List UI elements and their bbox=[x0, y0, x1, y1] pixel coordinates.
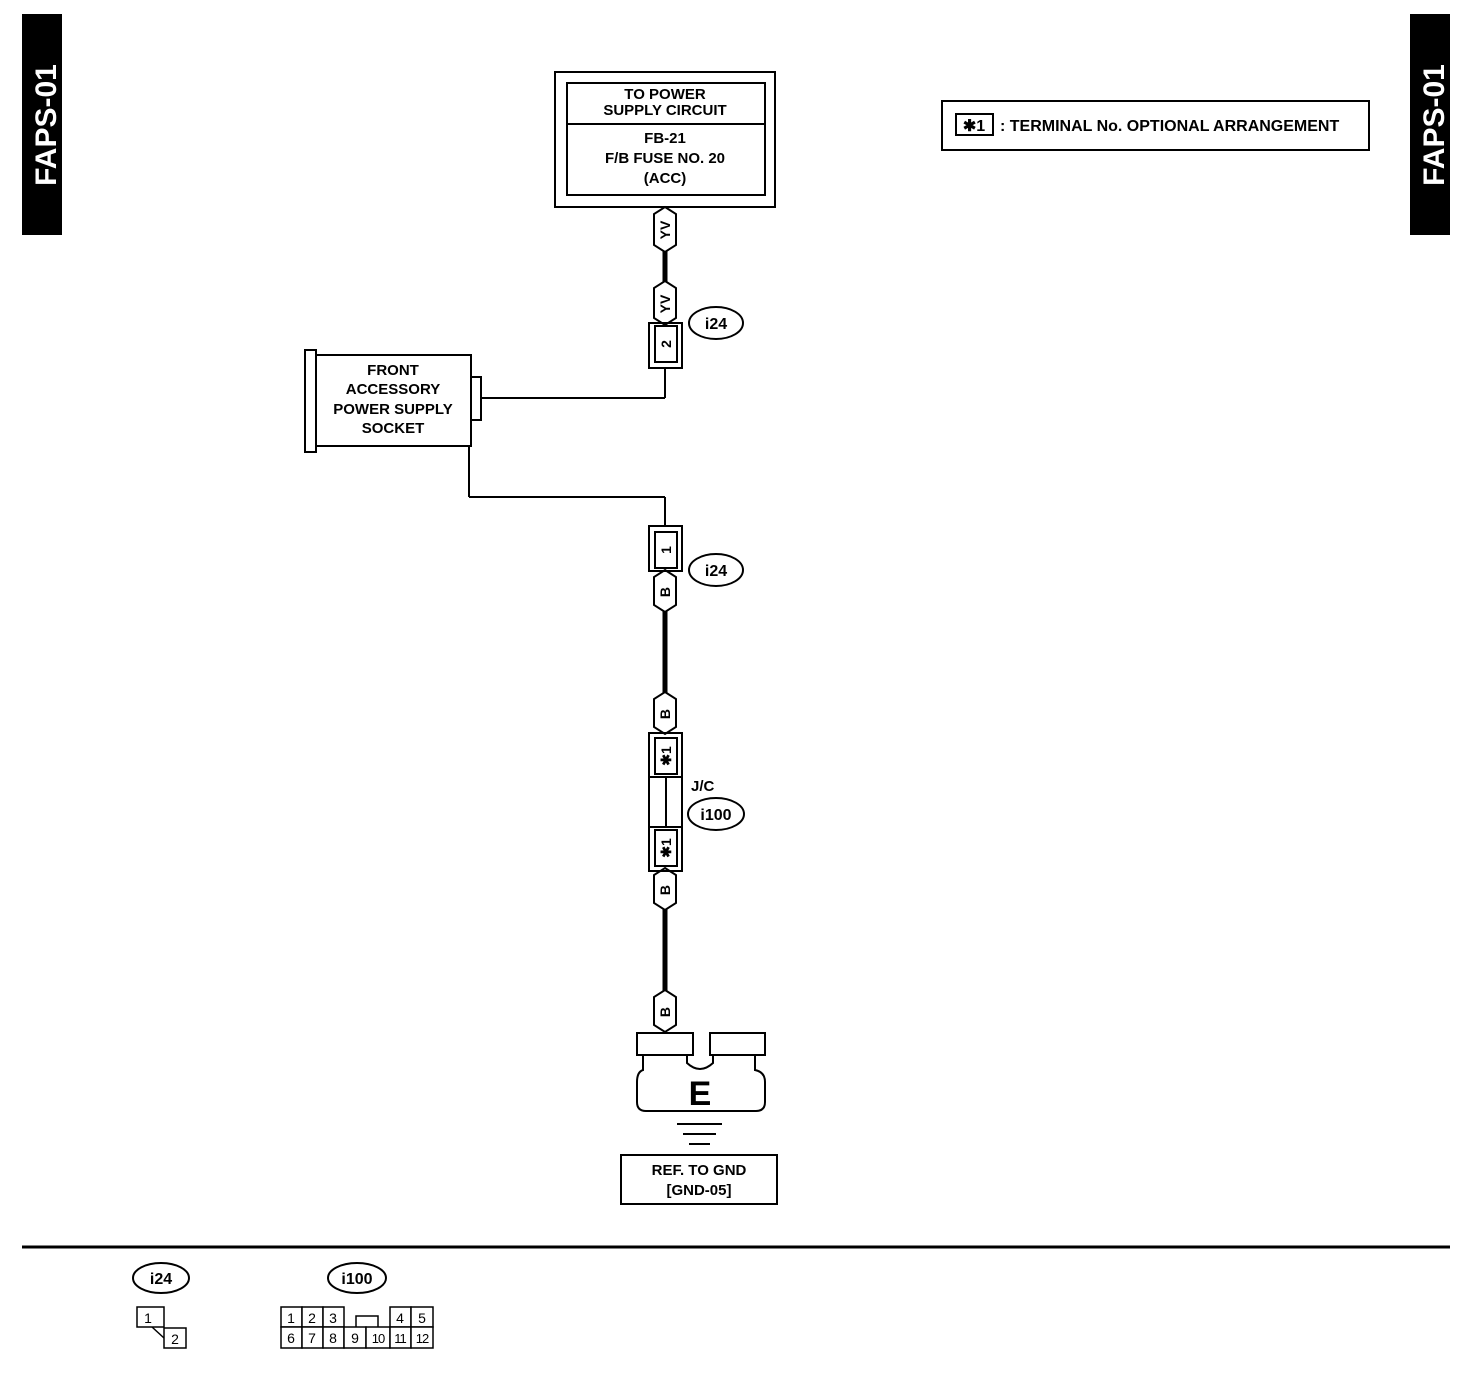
page-code-left: FAPS-01 bbox=[30, 64, 63, 186]
connector-view-i100-label: i100 bbox=[341, 1271, 372, 1288]
i100-view-pin-5: 5 bbox=[418, 1310, 426, 1326]
i100-view-pin-12: 12 bbox=[416, 1331, 429, 1346]
terminal-i24-pin2: 2 bbox=[648, 322, 683, 369]
wire-color-b-1: B bbox=[653, 568, 677, 614]
legend-symbol: ✱1 bbox=[963, 118, 985, 135]
page-code-left-tab: FAPS-01 bbox=[22, 14, 63, 235]
power-box-title-line2: SUPPLY CIRCUIT bbox=[603, 102, 726, 119]
wire-color-yv-top: YV bbox=[653, 205, 677, 254]
page-code-right-tab: FAPS-01 bbox=[1410, 14, 1451, 235]
i100-view-pin-4: 4 bbox=[396, 1310, 404, 1326]
i100-view-pin-10: 10 bbox=[372, 1331, 385, 1346]
socket-line1: FRONT bbox=[367, 362, 419, 379]
socket-line4: SOCKET bbox=[362, 420, 425, 437]
i100-view-pin-9: 9 bbox=[351, 1330, 359, 1346]
legend-text: : TERMINAL No. OPTIONAL ARRANGEMENT bbox=[1000, 118, 1339, 135]
page-code-right: FAPS-01 bbox=[1418, 64, 1451, 186]
jc-terminal-upper: ✱1 bbox=[658, 746, 674, 766]
wire-color-yv-bottom: YV bbox=[653, 279, 677, 327]
terminal-legend: ✱1 : TERMINAL No. OPTIONAL ARRANGEMENT bbox=[941, 100, 1370, 151]
svg-text:B: B bbox=[657, 587, 673, 597]
terminal-i24-pin1: 1 bbox=[648, 525, 683, 572]
i100-view-pin-1: 1 bbox=[287, 1310, 295, 1326]
connector-i24-upper-label: i24 bbox=[688, 306, 744, 340]
connector-view-i24: i24 1 2 bbox=[132, 1262, 190, 1349]
svg-text:B: B bbox=[657, 709, 673, 719]
svg-text:2: 2 bbox=[658, 340, 674, 348]
ground-symbol-icon bbox=[677, 1123, 722, 1145]
ground-reference-box: REF. TO GND [GND-05] bbox=[620, 1154, 778, 1205]
ground-ref-line2: [GND-05] bbox=[666, 1182, 731, 1199]
joint-connector-i100: ✱1 ✱1 bbox=[648, 732, 683, 872]
connector-i24-lower-label: i24 bbox=[688, 553, 744, 587]
svg-text:B: B bbox=[657, 1007, 673, 1017]
power-box-line1: FB-21 bbox=[644, 130, 686, 147]
i100-view-pin-8: 8 bbox=[329, 1330, 337, 1346]
svg-text:B: B bbox=[657, 885, 673, 895]
wires bbox=[468, 207, 668, 995]
power-supply-box: TO POWER SUPPLY CIRCUIT FB-21 F/B FUSE N… bbox=[554, 71, 776, 208]
connector-view-i24-label: i24 bbox=[150, 1271, 172, 1288]
wire-color-b-3: B bbox=[653, 866, 677, 912]
svg-text:YV: YV bbox=[657, 220, 673, 239]
svg-text:YV: YV bbox=[657, 294, 673, 313]
svg-text:i24: i24 bbox=[705, 316, 727, 333]
jc-label: J/C bbox=[691, 778, 715, 795]
svg-text:i100: i100 bbox=[700, 807, 731, 824]
svg-text:1: 1 bbox=[658, 546, 674, 554]
connector-view-i100: i100 1 2 3 4 5 6 7 8 9 10 11 12 bbox=[280, 1262, 434, 1349]
front-accessory-socket: FRONT ACCESSORY POWER SUPPLY SOCKET bbox=[304, 349, 482, 453]
svg-text:i24: i24 bbox=[705, 563, 727, 580]
socket-line2: ACCESSORY bbox=[346, 381, 440, 398]
wire-color-b-2: B bbox=[653, 690, 677, 736]
i100-view-pin-7: 7 bbox=[308, 1330, 316, 1346]
wire-color-b-4: B bbox=[653, 988, 677, 1034]
socket-line3: POWER SUPPLY bbox=[333, 401, 452, 418]
i100-view-pin-6: 6 bbox=[287, 1330, 295, 1346]
i24-view-pin-2: 2 bbox=[171, 1331, 179, 1347]
i100-view-pin-11: 11 bbox=[394, 1331, 406, 1346]
i100-view-pin-3: 3 bbox=[329, 1310, 337, 1326]
ground-terminal-e: E bbox=[636, 1032, 766, 1113]
connector-i100-label: i100 bbox=[687, 797, 745, 831]
i100-view-pin-2: 2 bbox=[308, 1310, 316, 1326]
power-box-title-line1: TO POWER bbox=[624, 86, 706, 103]
jc-terminal-lower: ✱1 bbox=[658, 838, 674, 858]
ground-letter: E bbox=[689, 1075, 712, 1113]
ground-ref-line1: REF. TO GND bbox=[652, 1162, 747, 1179]
power-box-line2: F/B FUSE NO. 20 bbox=[605, 150, 725, 167]
i24-view-pin-1: 1 bbox=[144, 1310, 152, 1326]
power-box-line3: (ACC) bbox=[644, 170, 687, 187]
